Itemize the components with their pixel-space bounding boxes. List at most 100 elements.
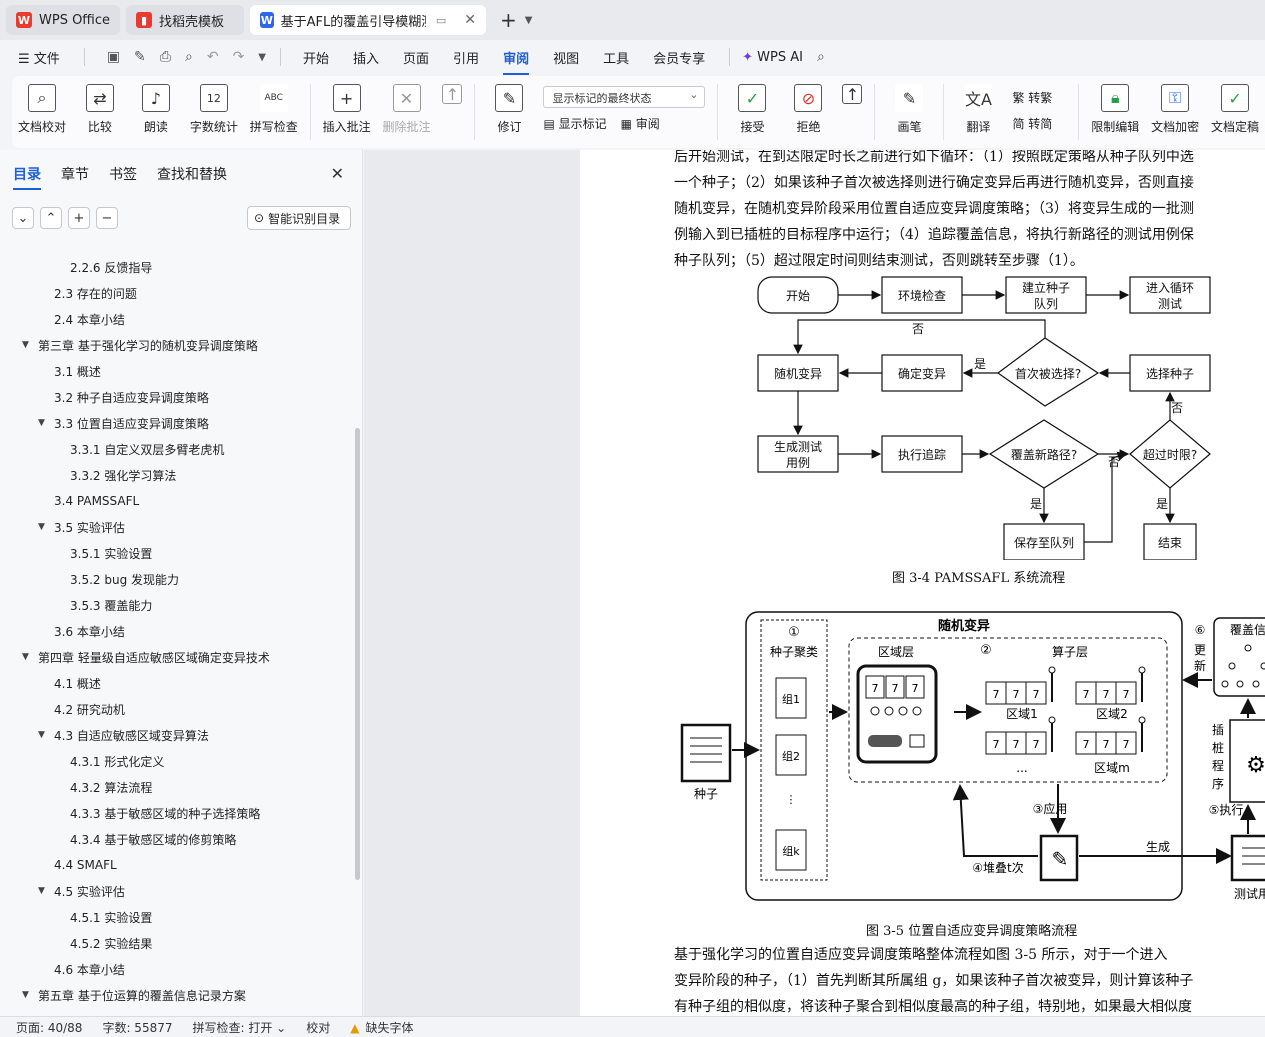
tab-bookmarks[interactable]: 书签 [109, 167, 137, 183]
tab-find-replace[interactable]: 查找和替换 [157, 167, 227, 183]
spell-check-indicator[interactable]: 拼写检查: 打开 ⌄ [192, 1020, 287, 1035]
to-simplified-button[interactable]: 简 转简 [1012, 116, 1053, 131]
markup-state-select[interactable]: 显示标记的最终状态 [543, 86, 706, 108]
toc-item[interactable]: 3.3.2 强化学习算法 [0, 462, 355, 488]
toc-item[interactable]: 4.3.2 算法流程 [0, 774, 355, 800]
tab-document[interactable]: W 基于AFL的覆盖引导模糊测试( ▭ ✕ [250, 5, 487, 35]
menu-tools[interactable]: 工具 [603, 51, 630, 67]
chevron-down-icon[interactable]: ⌄ [12, 207, 34, 229]
page-indicator[interactable]: 页面: 40/88 [16, 1020, 83, 1035]
smart-toc-button[interactable]: ⊙智能识别目录 [247, 206, 351, 230]
menu-view[interactable]: 视图 [553, 51, 580, 67]
toc-item[interactable]: 3.6 本章小结 [0, 618, 355, 644]
toc-item[interactable]: 4.3.4 基于敏感区域的修剪策略 [0, 826, 355, 852]
minus-icon[interactable]: − [96, 207, 118, 229]
tab-wps-office[interactable]: W WPS Office [6, 5, 121, 35]
expand-arrow-icon[interactable]: ▼ [38, 730, 45, 740]
missing-font-indicator[interactable]: ▲缺失字体 [350, 1019, 413, 1036]
encrypt-button[interactable]: ⚿文档加密 [1151, 84, 1199, 135]
toc-item[interactable]: 4.3.3 基于敏感区域的种子选择策略 [0, 800, 355, 826]
format-painter-icon[interactable]: ✎ [134, 49, 146, 65]
restrict-edit-button[interactable]: 🔒︎限制编辑 [1091, 84, 1139, 135]
tab-toc[interactable]: 目录 [13, 164, 41, 190]
toc-item[interactable]: 3.2 种子自适应变异调度策略 [0, 384, 355, 410]
compare-button[interactable]: ⇄比较 [78, 84, 122, 135]
menu-review[interactable]: 审阅 [503, 48, 530, 75]
accept-button[interactable]: ✓接受 [730, 84, 774, 135]
scrollbar[interactable] [355, 428, 360, 880]
toc-item[interactable]: 4.5.2 实验结果 [0, 930, 355, 956]
finalize-button[interactable]: ✓文档定稿 [1211, 84, 1259, 135]
reject-button[interactable]: ⊘拒绝 [786, 84, 830, 135]
toc-item[interactable]: 4.4 SMAFL [0, 852, 355, 878]
toc-item[interactable]: 3.4 PAMSSAFL [0, 488, 355, 514]
doc-proof-button[interactable]: ⌕文档校对 [18, 84, 66, 135]
toc-item[interactable]: 4.6 本章小结 [0, 956, 355, 982]
chevron-down-icon[interactable]: ▼ [524, 14, 533, 26]
chevron-up-icon[interactable]: ⌃ [40, 207, 62, 229]
toc-item[interactable]: 3.5.2 bug 发现能力 [0, 566, 355, 592]
menu-page[interactable]: 页面 [403, 51, 430, 67]
expand-arrow-icon[interactable]: ▼ [22, 990, 29, 1000]
expand-arrow-icon[interactable]: ▼ [38, 886, 45, 896]
proof-indicator[interactable]: 校对 [306, 1020, 331, 1035]
toc-item[interactable]: ▼3.3 位置自适应变异调度策略 [0, 410, 355, 436]
toc-item[interactable]: 4.1 概述 [0, 670, 355, 696]
toc-item[interactable]: ▼第三章 基于强化学习的随机变异调度策略 [0, 332, 355, 358]
toc-item[interactable]: 2.4 本章小结 [0, 306, 355, 332]
print-icon[interactable]: ⎙ [159, 49, 171, 65]
menu-member[interactable]: 会员专享 [653, 51, 706, 67]
delete-comment-button[interactable]: ✕删除批注 [383, 84, 431, 135]
print-preview-icon[interactable]: ⌕ [184, 49, 193, 65]
menu-insert[interactable]: 插入 [353, 51, 380, 67]
expand-arrow-icon[interactable]: ▼ [22, 652, 29, 662]
toc-item[interactable]: 4.5.1 实验设置 [0, 904, 355, 930]
save-icon[interactable]: ▣ [106, 49, 121, 65]
toc-item[interactable]: 2.2.6 反馈指导 [0, 254, 355, 280]
plus-icon[interactable]: + [68, 207, 90, 229]
monitor-icon[interactable]: ▭ [435, 13, 447, 27]
undo-icon[interactable]: ↶ [206, 49, 219, 65]
toc-item[interactable]: 3.5.1 实验设置 [0, 540, 355, 566]
search-icon[interactable]: ⌕ [816, 49, 825, 65]
menu-file[interactable]: ☰ 文件 [18, 51, 60, 67]
redo-icon[interactable]: ↷ [232, 49, 245, 65]
toc-item[interactable]: ▼4.3 自适应敏感区域变异算法 [0, 722, 355, 748]
word-count-indicator[interactable]: 字数: 55877 [102, 1020, 173, 1035]
menu-home[interactable]: 开始 [303, 51, 330, 67]
toc-item[interactable]: 3.5.3 覆盖能力 [0, 592, 355, 618]
menu-reference[interactable]: 引用 [453, 51, 480, 67]
change-nav-button[interactable]: ↑ [842, 84, 863, 110]
toc-item[interactable]: ▼3.5 实验评估 [0, 514, 355, 540]
close-icon[interactable]: ✕ [464, 12, 477, 28]
chevron-down-icon[interactable]: ▼ [258, 51, 266, 63]
expand-arrow-icon[interactable]: ▼ [22, 340, 29, 350]
show-markup-button[interactable]: ▤ 显示标记 [543, 116, 607, 131]
toc-item[interactable]: ▼第五章 基于位运算的覆盖信息记录方案 [0, 982, 355, 1008]
tab-template[interactable]: ▮ 找稻壳模板 [126, 5, 245, 35]
toc-item[interactable]: ▼第四章 轻量级自适应敏感区域确定变异技术 [0, 644, 355, 670]
toc-item[interactable]: 4.2 研究动机 [0, 696, 355, 722]
toc-item[interactable]: 4.3.1 形式化定义 [0, 748, 355, 774]
pen-button[interactable]: ✎画笔 [887, 84, 931, 135]
insert-comment-button[interactable]: +插入批注 [323, 84, 371, 135]
expand-arrow-icon[interactable]: ▼ [38, 418, 45, 428]
tab-chapters[interactable]: 章节 [61, 167, 89, 183]
review-pane-button[interactable]: ▦ 审阅 [620, 116, 660, 131]
toc-item[interactable]: 3.3.1 自定义双层多臂老虎机 [0, 436, 355, 462]
read-aloud-button[interactable]: ♪朗读 [134, 84, 178, 135]
toc-item[interactable]: 3.1 概述 [0, 358, 355, 384]
menu-wps-ai[interactable]: ✦ WPS AI [742, 50, 803, 65]
to-traditional-button[interactable]: 繁 转繁 [1012, 90, 1053, 105]
expand-arrow-icon[interactable]: ▼ [38, 522, 45, 532]
to-traditional-label: 转繁 [1028, 90, 1053, 105]
close-icon[interactable]: ✕ [330, 164, 344, 183]
new-tab-icon[interactable]: + [500, 8, 517, 32]
track-changes-button[interactable]: ✎修订 [487, 84, 531, 135]
toc-item[interactable]: 2.3 存在的问题 [0, 280, 355, 306]
toc-item[interactable]: ▼4.5 实验评估 [0, 878, 355, 904]
comment-nav-button[interactable]: ↑ [442, 84, 463, 110]
